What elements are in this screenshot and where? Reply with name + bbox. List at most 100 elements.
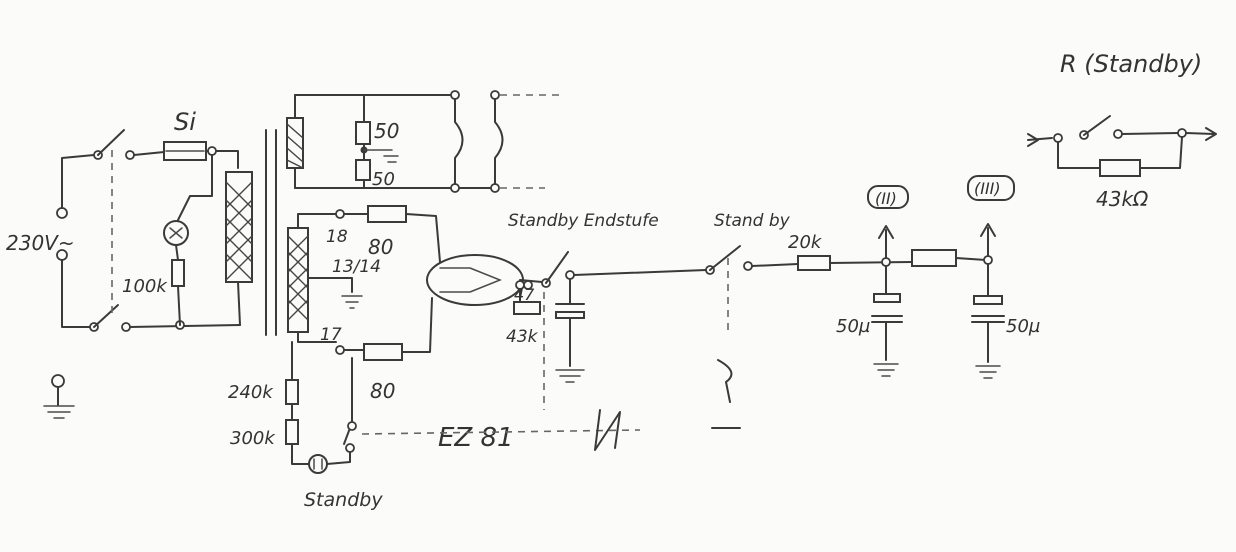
resistor-50-a-label: 50 xyxy=(374,119,399,143)
heater-node-1-bottom xyxy=(450,183,460,193)
resistor-80-top xyxy=(367,205,407,223)
fuse-label: Si xyxy=(174,108,196,136)
detail-node-left xyxy=(1053,133,1063,143)
standby-endstufe-blade xyxy=(545,251,569,284)
title-label: R (Standby) xyxy=(1060,50,1202,78)
hv-center-tap-wire xyxy=(307,277,353,293)
reservoir-cap-ground-icon xyxy=(555,369,585,383)
earth-terminal xyxy=(51,374,65,388)
filter-stage: 20k (II) 50µ (III) 50µ xyxy=(751,175,1040,379)
indicator-lamp-branch: 100k xyxy=(122,154,213,326)
tap-13-14-label: 13/14 xyxy=(332,257,381,277)
standby-mid-blade xyxy=(709,245,741,271)
capacitor-50u-b-plate-top xyxy=(973,295,1003,305)
standby-lamp-electrodes xyxy=(313,458,323,470)
detail-switch-contact xyxy=(1113,129,1123,139)
resistor-80-bottom-label: 80 xyxy=(370,379,395,403)
primary-winding xyxy=(225,171,253,283)
mains-switch xyxy=(89,129,135,332)
mains-voltage-label: 230V~ xyxy=(6,231,75,255)
detail-wire-out xyxy=(1185,132,1215,135)
primary-wire-bottom xyxy=(237,281,241,326)
capacitor-50u-a-plate-bottom xyxy=(871,315,903,323)
standby-endstufe-switch: Standby Endstufe 47 43k xyxy=(506,211,659,410)
resistor-240k xyxy=(285,379,299,405)
standby-mid-switch: Stand by xyxy=(705,211,791,403)
mains-switch-contact-top xyxy=(125,150,135,160)
detail-arrow-out-icon xyxy=(1205,127,1217,141)
capacitor-50u-a-plate-top xyxy=(873,293,901,303)
heater-filament-2-icon xyxy=(494,98,504,185)
hum-divider-ground-icon xyxy=(363,149,399,163)
tap-17-node xyxy=(335,345,345,355)
resistor-43k-bypass-label: 43kΩ xyxy=(1096,187,1149,211)
standby-endstufe-contact xyxy=(565,270,575,280)
standby-lower-path: 240k 300k Standby xyxy=(228,341,741,511)
rectifier-tube-label: EZ 81 xyxy=(438,423,514,453)
resistor-100k-label: 100k xyxy=(122,276,168,297)
mains-terminal-top xyxy=(56,207,68,219)
standby-switch-contact xyxy=(345,443,355,453)
mains-switch-blade-bottom xyxy=(93,304,119,328)
standby-lamp-wire xyxy=(326,451,351,465)
node-ii xyxy=(881,257,891,267)
r-series-wire-out xyxy=(955,257,987,261)
hv-winding-hatch xyxy=(287,235,309,321)
heater-secondary: 50 50 xyxy=(286,90,560,193)
standby-resistor-detail: 43kΩ xyxy=(1027,115,1217,211)
out-iii-label: (III) xyxy=(974,179,1001,198)
resistor-50-a xyxy=(355,121,371,145)
primary-hatch xyxy=(225,181,253,281)
r20k-wire-in xyxy=(751,263,799,267)
detail-wire-top xyxy=(1121,132,1179,135)
lamp-wire-bottom xyxy=(177,285,181,326)
detail-bypass-wire-left xyxy=(1057,141,1101,169)
tap-18-label: 18 xyxy=(326,227,348,247)
capacitor-50u-a-label: 50µ xyxy=(836,316,870,337)
out-iii-arrow-icon xyxy=(980,223,996,237)
hv-wire-top xyxy=(297,213,337,229)
out-ii-arrow-icon xyxy=(878,225,894,239)
out-iii-badge xyxy=(967,175,1015,201)
resistor-20k-label: 20k xyxy=(788,232,823,253)
transformer-primary xyxy=(225,171,253,326)
indicator-lamp-cross xyxy=(169,227,183,239)
resistor-300k-label: 300k xyxy=(230,428,276,449)
heater-filament-1-icon xyxy=(454,98,464,185)
mains-switch-contact-bottom xyxy=(121,322,131,332)
resistor-43k-low xyxy=(513,301,541,315)
rectifier-cathode-wire xyxy=(519,279,543,283)
heater-node-1-top xyxy=(450,90,460,100)
tap-17-label: 17 xyxy=(320,325,342,345)
hv-secondary: 18 13/14 17 80 80 xyxy=(287,205,441,426)
resistor-series xyxy=(911,249,957,267)
rectifier-tube-electrodes-icon xyxy=(439,267,503,293)
resistor-100k xyxy=(171,259,185,287)
detail-arrow-in-icon xyxy=(1027,133,1039,147)
resistor-300k xyxy=(285,419,299,445)
resistor-80-top-label: 80 xyxy=(368,235,393,259)
resistor-240k-label: 240k xyxy=(228,382,274,403)
rectifier-tube: EZ 81 xyxy=(426,254,551,453)
heater-winding-hatch xyxy=(286,123,304,169)
lamp-wire-mid xyxy=(175,244,179,261)
r80-top-wire-out xyxy=(405,213,441,263)
node-iii xyxy=(983,255,993,265)
standby-bottom-label: Standby xyxy=(304,489,383,511)
out-ii-label: (II) xyxy=(875,189,897,208)
bypass-node-right xyxy=(523,280,533,290)
detail-bypass-wire-right xyxy=(1139,136,1183,169)
hv-center-ground-icon xyxy=(341,295,363,309)
r80-bottom-wire-out xyxy=(401,297,433,353)
capacitor-50u-b-label: 50µ xyxy=(1006,316,1040,337)
fuse-node xyxy=(207,146,217,156)
detail-node-right xyxy=(1177,128,1187,138)
heater-node-2-bottom xyxy=(490,183,500,193)
resistor-43k-low-label: 43k xyxy=(506,327,539,347)
lamp-wire-top xyxy=(177,154,213,221)
hv-wire-bottom xyxy=(297,331,337,343)
earth-ground-icon xyxy=(43,405,75,419)
c50-b-ground-icon xyxy=(975,365,1001,379)
